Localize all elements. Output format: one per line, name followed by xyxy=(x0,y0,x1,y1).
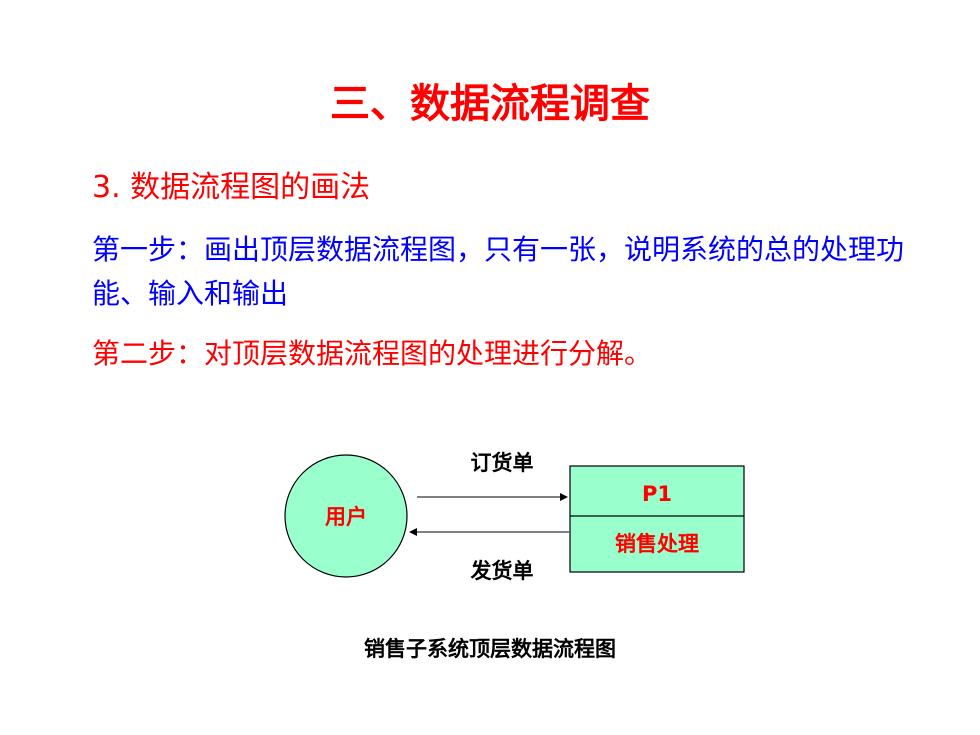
diagram-caption: 销售子系统顶层数据流程图 xyxy=(364,637,616,661)
slide-title: 三、数据流程调查 xyxy=(330,81,650,127)
process-id: P1 xyxy=(642,482,672,506)
step-two-text: 第二步：对顶层数据流程图的处理进行分解。 xyxy=(92,337,653,370)
external-entity-user xyxy=(284,454,408,578)
section-subheading: 3. 数据流程图的画法 xyxy=(92,170,371,205)
step-one-text: 第一步：画出顶层数据流程图，只有一张，说明系统的总的处理功能、输入和输出 xyxy=(92,233,905,310)
process-box xyxy=(569,465,745,573)
flow-label-order: 订货单 xyxy=(471,451,534,475)
flow-label-delivery: 发货单 xyxy=(470,559,534,583)
process-name: 销售处理 xyxy=(615,532,699,556)
external-entity-label: 用户 xyxy=(325,505,367,529)
